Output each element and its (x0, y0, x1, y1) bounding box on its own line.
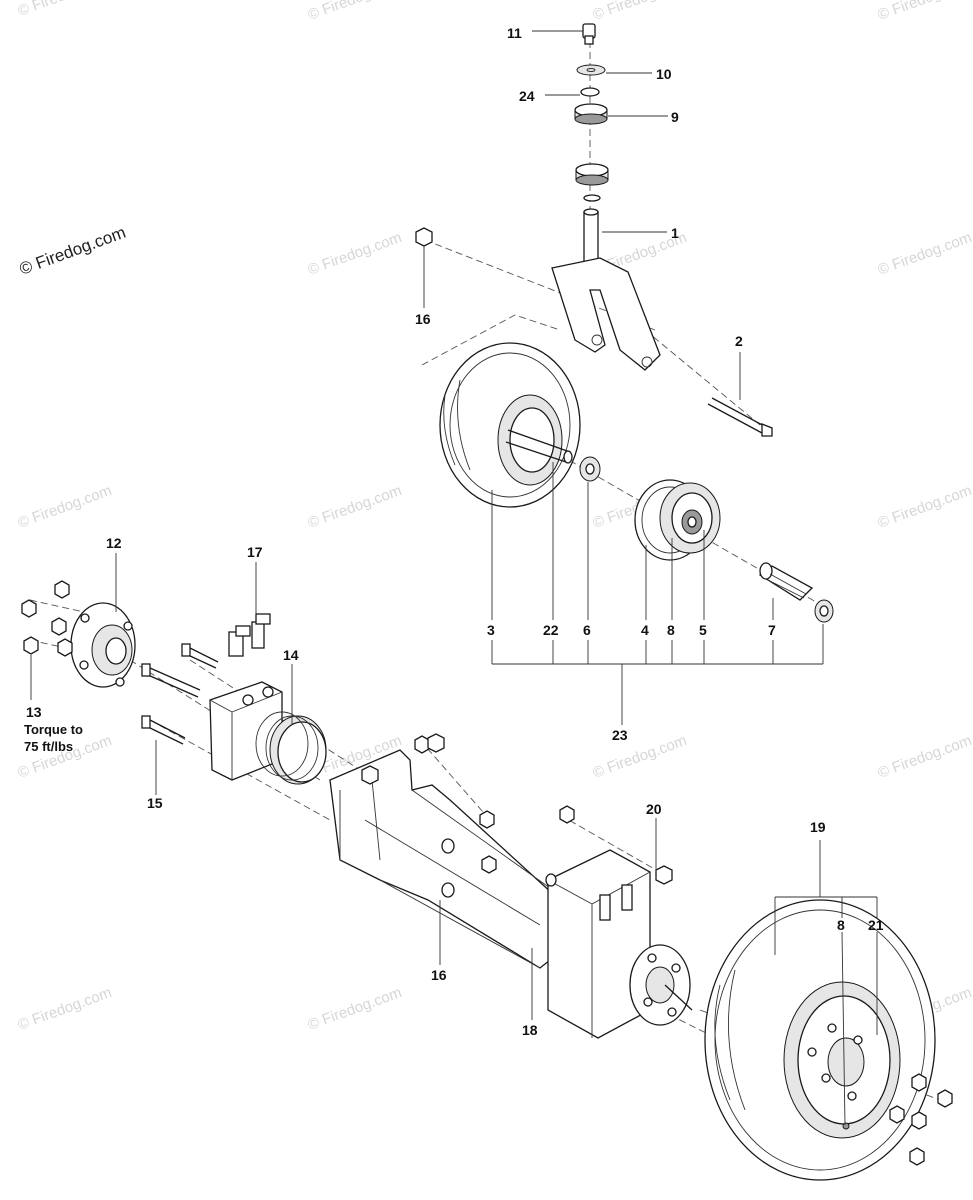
callout-8-top: 8 (667, 622, 675, 638)
callout-19: 19 (810, 819, 826, 835)
callout-15: 15 (147, 795, 163, 811)
watermark-text: © Firedog.com (876, 732, 973, 782)
watermark-text: © Firedog.com (306, 984, 404, 1034)
watermark-text: © Firedog.com (306, 482, 404, 532)
callout-14: 14 (283, 647, 299, 663)
bolts-part-15 (141, 643, 219, 745)
watermark-text: © Firedog.com (876, 0, 973, 24)
torque-note-line1: Torque to (24, 722, 83, 737)
callout-9: 9 (671, 109, 679, 125)
callout-16-bottom: 16 (431, 967, 447, 983)
watermark-text: © Firedog.com (306, 229, 404, 279)
callout-18: 18 (522, 1022, 538, 1038)
callout-13: 13 (26, 704, 42, 720)
callout-16-top: 16 (415, 311, 431, 327)
washer-part-10 (576, 64, 606, 76)
callout-labels: 11 10 24 9 1 16 2 12 17 3 22 6 4 8 5 7 1… (24, 25, 884, 1038)
bearing-lower (575, 163, 609, 186)
callout-5: 5 (699, 622, 707, 638)
callout-24: 24 (519, 88, 535, 104)
fittings-part-17 (228, 613, 271, 657)
caster-rim-part-4 (634, 479, 721, 561)
callout-12: 12 (106, 535, 122, 551)
spacer-part-24 (580, 87, 600, 97)
lug-nuts-part-13 (21, 580, 73, 657)
watermark-text: © Firedog.com (876, 229, 973, 279)
wheel-nuts-rear (889, 1073, 953, 1166)
wheel-motor-part-14 (209, 681, 327, 785)
torque-note-line2: 75 ft/lbs (24, 739, 73, 754)
nut-part-16-top (415, 227, 433, 247)
callout-22: 22 (543, 622, 559, 638)
watermark-text: © Firedog.com (591, 0, 689, 24)
bearing-sleeve-part-7 (758, 562, 834, 623)
callout-8-bottom: 8 (837, 917, 845, 933)
watermark-text: © Firedog.com (16, 482, 114, 532)
axle-bolt-part-2 (707, 397, 773, 437)
callout-11: 11 (507, 25, 522, 41)
callout-23: 23 (612, 727, 628, 743)
callout-6: 6 (583, 622, 591, 638)
callout-1: 1 (671, 225, 679, 241)
callout-10: 10 (656, 66, 672, 82)
watermark-text: © Firedog.com (876, 482, 973, 532)
watermark-text: © Firedog.com (16, 0, 114, 20)
bolt-part-11 (582, 23, 596, 45)
watermark-main: © Firedog.com (17, 223, 128, 279)
watermark-text: © Firedog.com (306, 0, 404, 24)
watermark-text: © Firedog.com (591, 732, 689, 782)
leader-lines (30, 30, 878, 1126)
caster-fork-assembly (551, 23, 661, 371)
callout-17: 17 (247, 544, 263, 560)
hub-part-12 (70, 602, 136, 688)
callout-20: 20 (646, 801, 662, 817)
callout-4: 4 (641, 622, 649, 638)
caster-wheel-part-3 (439, 342, 581, 508)
frame-part-18 (329, 733, 693, 1039)
callout-3: 3 (487, 622, 495, 638)
callout-21: 21 (868, 917, 884, 933)
drive-wheel-part-19 (704, 899, 936, 1181)
watermark-text: © Firedog.com (16, 984, 114, 1034)
bearing-part-9 (574, 103, 608, 125)
caster-fork-part-1 (551, 208, 661, 371)
callout-2: 2 (735, 333, 743, 349)
callout-7: 7 (768, 622, 776, 638)
spacer-part-6 (579, 456, 601, 482)
bolts-part-20 (559, 805, 673, 885)
